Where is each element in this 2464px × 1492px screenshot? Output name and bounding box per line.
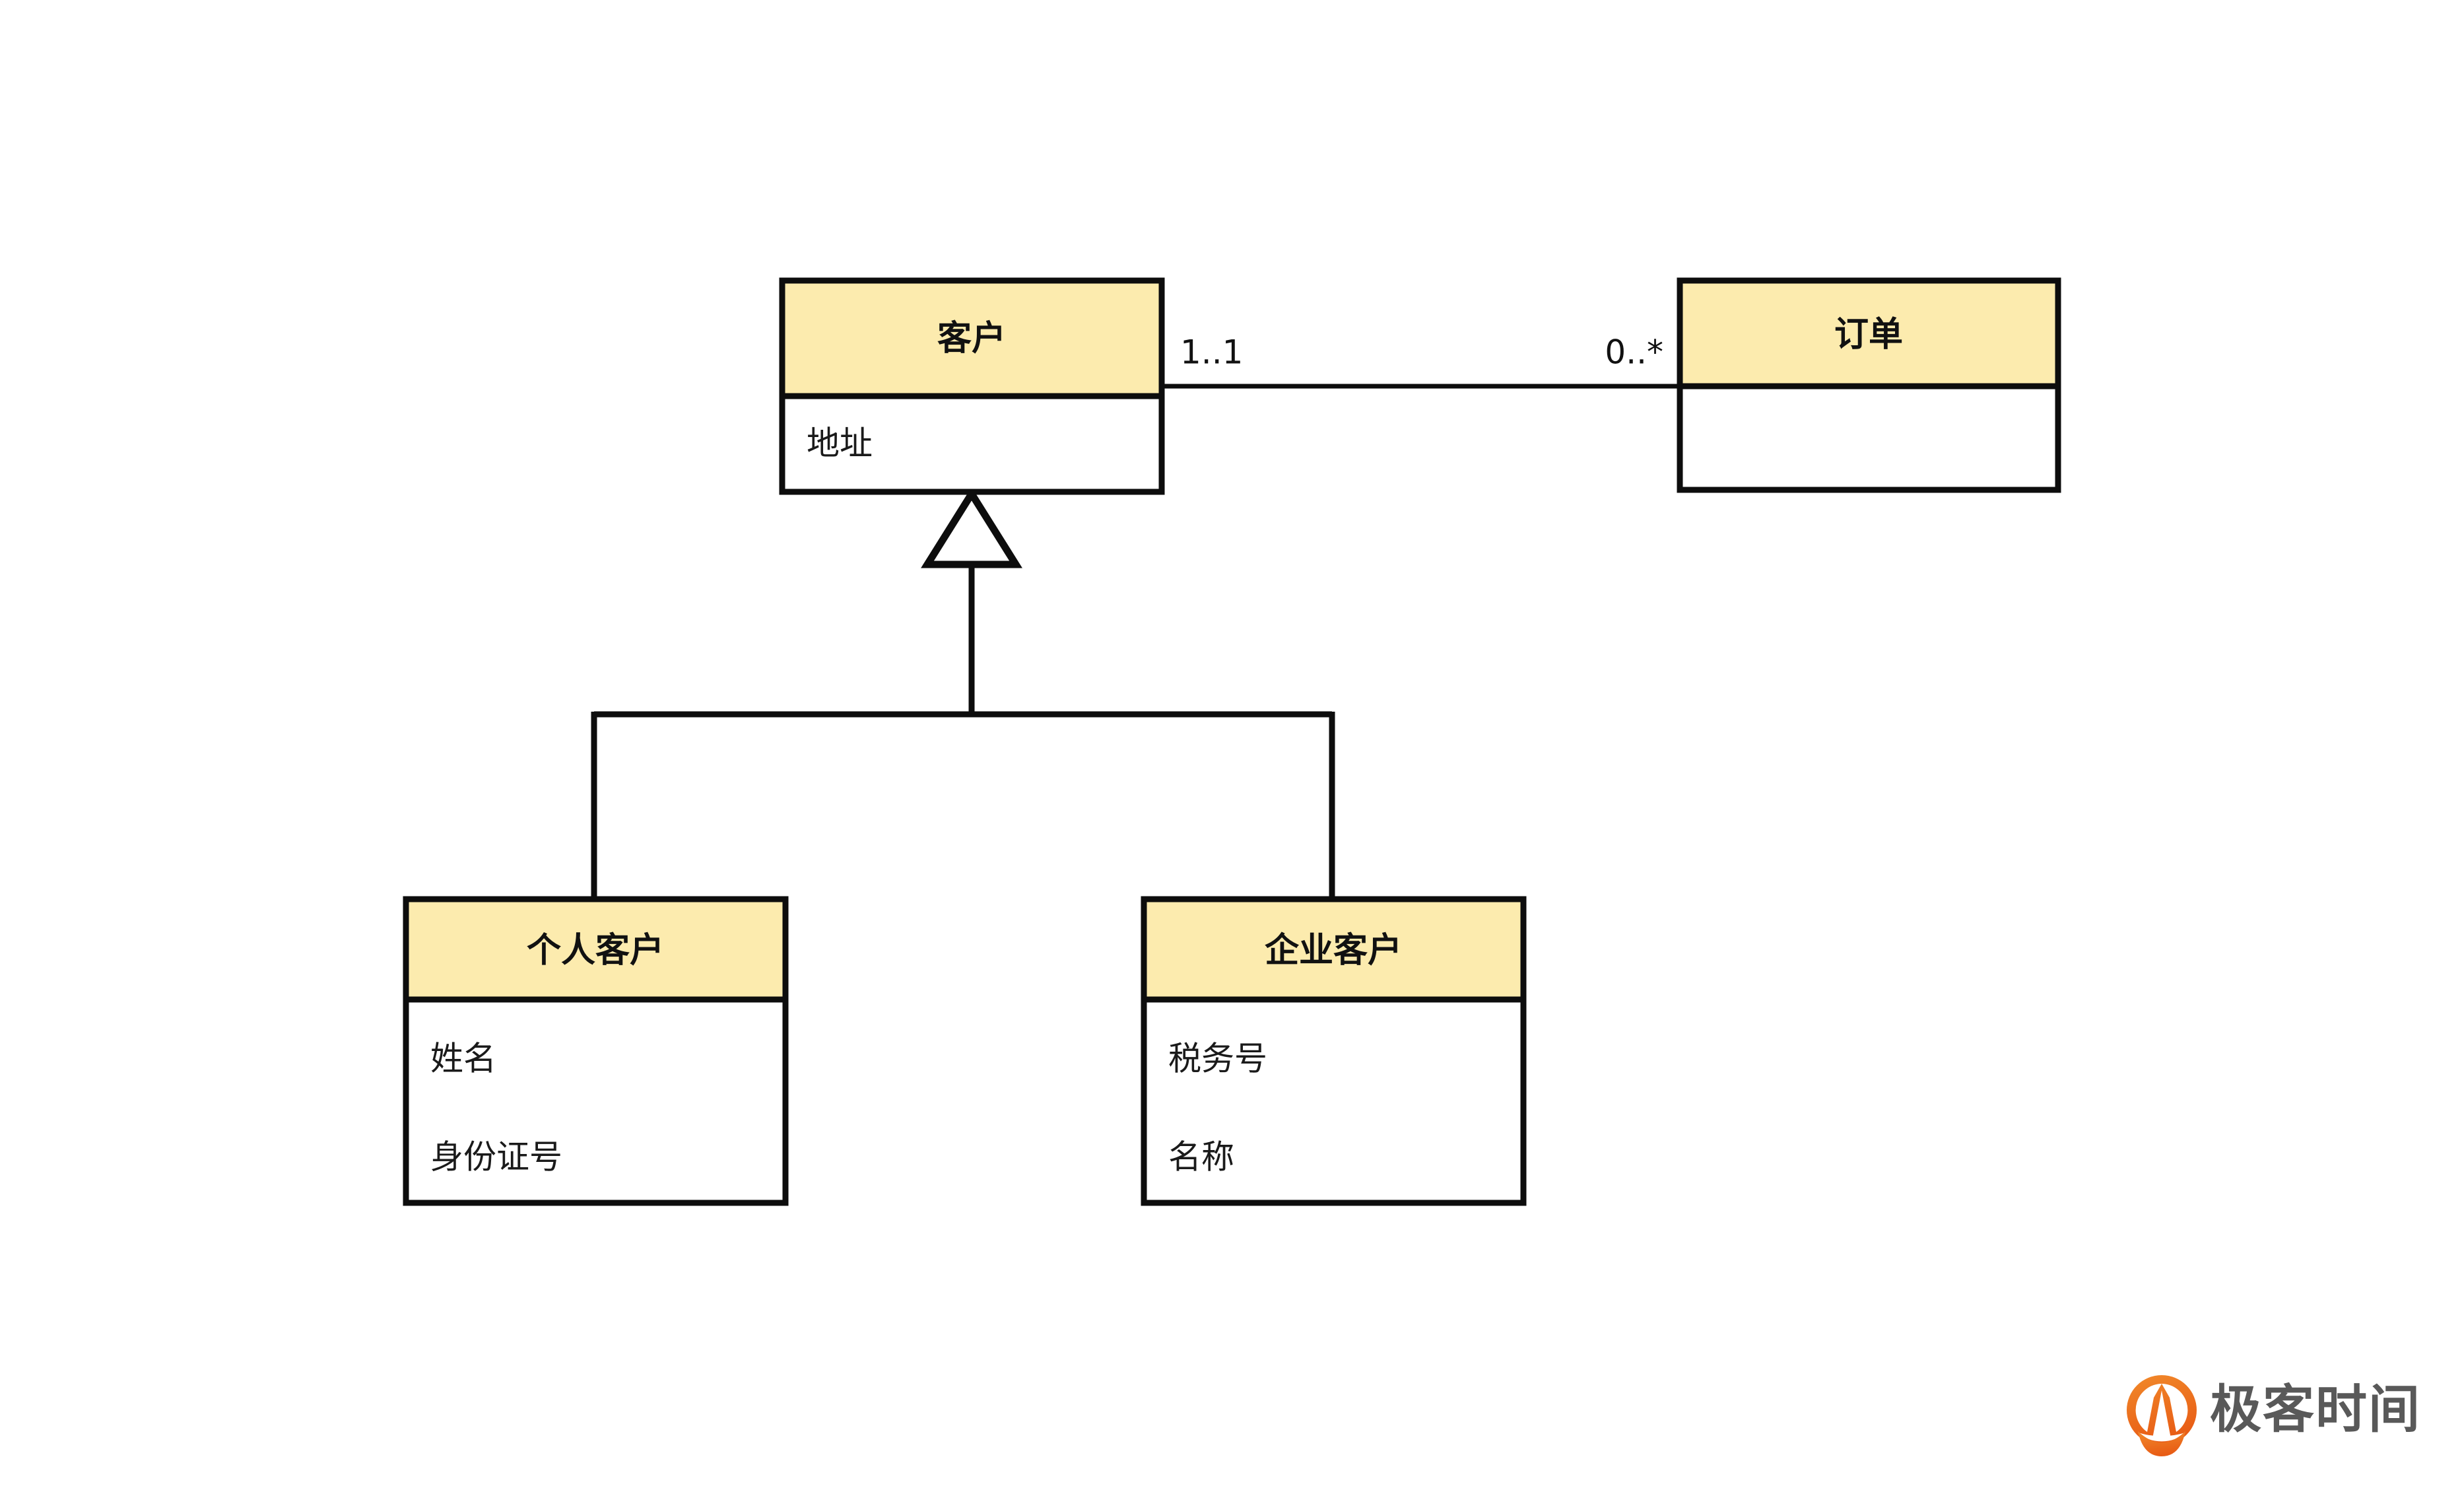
class-box-enterprise-customer[interactable]: 企业客户 税务号 名称	[1141, 896, 1527, 1206]
class-box-customer[interactable]: 客户 地址	[779, 277, 1165, 495]
class-header-customer	[779, 277, 1165, 399]
association-source-multiplicity: 1..1	[1180, 333, 1243, 372]
geektime-logo-icon	[2127, 1375, 2197, 1456]
class-attribute-enterprise-customer-1: 名称	[1168, 1138, 1234, 1176]
customer-order-association: 1..1 0..*	[1162, 333, 1680, 389]
brand-watermark: 极客时间	[2127, 1375, 2421, 1456]
class-attribute-customer-0: 地址	[807, 424, 873, 463]
generalization-tree	[591, 487, 1335, 899]
generalization-arrowhead-icon	[921, 487, 1022, 568]
class-name-individual-customer: 个人客户	[527, 931, 664, 970]
class-name-enterprise-customer: 企业客户	[1265, 931, 1402, 970]
class-header-individual-customer	[403, 896, 789, 1003]
class-attribute-enterprise-customer-0: 税务号	[1168, 1040, 1267, 1078]
class-header-order	[1677, 277, 2061, 390]
brand-name-label: 极客时间	[2210, 1380, 2421, 1439]
class-attribute-individual-customer-1: 身份证号	[430, 1138, 562, 1176]
class-name-order: 订单	[1834, 315, 1903, 355]
class-attribute-individual-customer-0: 姓名	[430, 1040, 496, 1078]
class-name-customer: 客户	[937, 319, 1006, 358]
class-box-individual-customer[interactable]: 个人客户 姓名 身份证号	[403, 896, 789, 1206]
class-box-order[interactable]: 订单	[1677, 277, 2061, 493]
class-header-enterprise-customer	[1141, 896, 1527, 1003]
association-target-multiplicity: 0..*	[1605, 333, 1663, 372]
